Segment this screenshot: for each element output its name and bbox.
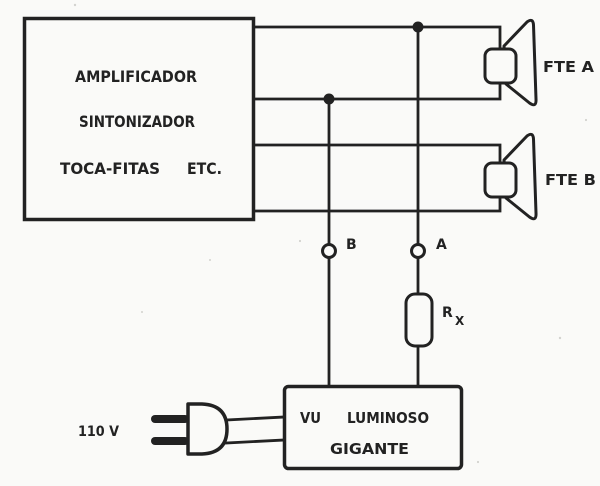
- voltage-label: 110 V: [78, 424, 119, 440]
- power-plug-icon: [151, 402, 229, 456]
- amplifier-box-line2: SINTONIZADOR: [79, 112, 195, 131]
- plug-body: [186, 402, 229, 456]
- plug-cord-top: [224, 415, 286, 422]
- plug-cord-bottom: [224, 438, 286, 445]
- resistor-subscript: X: [455, 314, 465, 328]
- speaker-a-label: FTE A: [543, 58, 594, 76]
- tap-b-label: B: [346, 237, 357, 253]
- speaker-a-icon: [483, 18, 538, 107]
- junction-dot-b: [323, 93, 335, 105]
- resistor-rx: [404, 292, 434, 348]
- resistor-label: R: [442, 305, 453, 321]
- connector-a-circle: [410, 243, 426, 259]
- vu-meter-box: [282, 384, 464, 471]
- junction-dot-a: [412, 21, 424, 33]
- speaker-b-icon: [483, 132, 538, 221]
- amplifier-box-line3-right: ETC.: [187, 159, 222, 178]
- amplifier-box: [22, 16, 256, 222]
- speaker-b-label: FTE B: [545, 171, 596, 189]
- amplifier-box-line1: AMPLIFICADOR: [75, 67, 197, 86]
- plug-prong-bottom: [151, 437, 189, 445]
- plug-prong-top: [151, 415, 189, 423]
- tap-a-label: A: [436, 237, 447, 253]
- speaker-a-magnet: [483, 47, 518, 85]
- connector-b-circle: [321, 243, 337, 259]
- luminoso-word: LUMINOSO: [347, 409, 429, 427]
- vu-word: VU: [300, 409, 321, 427]
- amplifier-box-line3-left: TOCA-FITAS: [60, 159, 160, 178]
- speaker-b-magnet: [483, 161, 518, 199]
- gigante-word: GIGANTE: [330, 440, 409, 458]
